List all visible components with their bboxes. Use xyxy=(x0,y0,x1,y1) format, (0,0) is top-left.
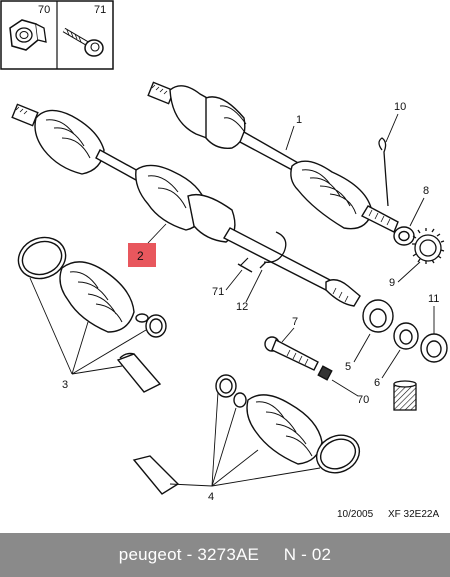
footer-spacer xyxy=(259,545,284,565)
callout-5: 5 xyxy=(345,361,351,373)
callout-12: 12 xyxy=(236,301,248,313)
callout-4: 4 xyxy=(208,491,214,503)
legend-label-70: 70 xyxy=(38,4,50,16)
highlight-label-bg xyxy=(128,243,156,267)
leader-1 xyxy=(285,125,295,151)
leader-6 xyxy=(381,349,401,379)
leader-4-group xyxy=(169,391,321,487)
hatched-spacer xyxy=(393,380,417,411)
footer-brand: peugeot xyxy=(118,545,182,564)
leader-2 xyxy=(147,223,167,244)
footer-position: N - 02 xyxy=(283,545,332,564)
callout-3: 3 xyxy=(62,379,68,391)
leader-8 xyxy=(409,197,425,227)
callout-8: 8 xyxy=(423,185,429,197)
callout-70: 70 xyxy=(357,394,369,406)
dust-seal xyxy=(420,333,448,363)
footer-separator: - xyxy=(181,545,198,564)
bolt-icon xyxy=(62,27,104,57)
stamp-code: XF 32E22A xyxy=(388,509,439,520)
leader-12 xyxy=(245,269,263,303)
small-fastener xyxy=(237,257,253,273)
leader-7 xyxy=(281,327,295,343)
leader-71 xyxy=(225,269,243,291)
footer-bar: peugeot - 3273AE N - 02 xyxy=(0,533,450,577)
leader-70 xyxy=(331,379,359,397)
legend-label-71: 71 xyxy=(94,4,106,16)
callout-7: 7 xyxy=(292,316,298,328)
leader-9 xyxy=(397,261,421,283)
leader-3-group xyxy=(29,277,147,375)
bearing xyxy=(362,299,394,333)
footer-part-number: 3273AE xyxy=(197,545,260,564)
callout-71: 71 xyxy=(212,286,224,298)
leader-5 xyxy=(353,333,371,363)
callout-9: 9 xyxy=(389,277,395,289)
hex-nut-icon xyxy=(9,19,47,51)
driveshaft-lower xyxy=(11,103,361,307)
callout-2: 2 xyxy=(137,249,144,263)
castle-nut xyxy=(393,226,415,246)
split-pin xyxy=(378,137,389,207)
leader-10 xyxy=(385,113,399,143)
legend-boxes: 70 71 xyxy=(0,0,114,70)
stamp-date: 10/2005 xyxy=(337,509,374,520)
hub-bolt xyxy=(264,336,333,381)
inner-boot-kit xyxy=(17,236,167,393)
callout-10: 10 xyxy=(394,101,406,113)
callout-6: 6 xyxy=(374,377,380,389)
driveshaft-upper xyxy=(147,81,399,233)
callout-11: 11 xyxy=(428,293,439,305)
seal-ring xyxy=(393,322,419,350)
callout-1: 1 xyxy=(296,114,302,126)
outer-boot-kit xyxy=(132,374,361,495)
abs-tone-ring xyxy=(412,228,445,264)
